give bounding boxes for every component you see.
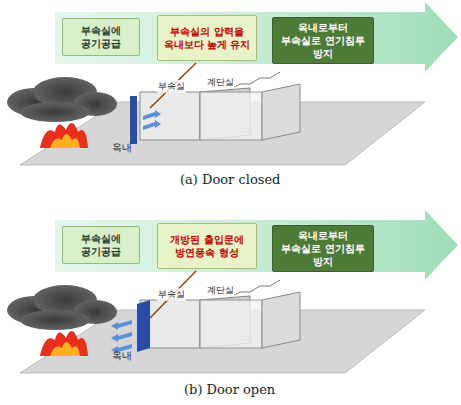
fire	[40, 331, 88, 356]
box-text: 개방된 출입문에 방연풍속 형성	[162, 233, 252, 259]
rooms	[140, 280, 300, 348]
smoke	[7, 285, 117, 330]
box-text: 부속실에 공기공급	[67, 24, 135, 50]
supply-box: 부속실에 공기공급	[62, 226, 140, 264]
panel-b	[7, 210, 458, 373]
room-label: 옥내	[112, 349, 132, 363]
air-arrow	[143, 110, 161, 120]
supply-box: 부속실에 공기공급	[62, 18, 140, 56]
leader-line	[150, 271, 196, 318]
pressure-box: 부속실의 압력을 옥내보다 높게 유지	[157, 15, 257, 61]
room-label: 부속실	[157, 288, 186, 301]
flow-arrow	[55, 210, 458, 280]
box-text: 부속실의 압력을 옥내보다 높게 유지	[162, 25, 252, 51]
box-text: 부속실에 공기공급	[67, 232, 135, 258]
leader-line	[150, 63, 196, 108]
air-arrows	[111, 320, 132, 354]
rooms	[140, 72, 300, 140]
box-text: 옥내로부터 부속실로 연기침투 방지	[277, 21, 369, 60]
subfigure-caption: (b) Door open	[184, 382, 275, 397]
room-label: 부속실	[157, 80, 186, 93]
room-label: 계단실	[206, 284, 235, 297]
room-label: 계단실	[206, 76, 235, 89]
fire	[40, 123, 88, 148]
velocity-box: 개방된 출입문에 방연풍속 형성	[157, 223, 257, 269]
smoke	[7, 77, 117, 122]
subfigure-caption: (a) Door closed	[180, 172, 280, 187]
air-arrow	[143, 120, 161, 130]
door	[130, 96, 137, 144]
panel-a	[7, 2, 458, 165]
prevention-box: 옥내로부터 부속실로 연기침투 방지	[272, 17, 374, 64]
prevention-box: 옥내로부터 부속실로 연기침투 방지	[272, 225, 374, 272]
open-door	[137, 300, 150, 352]
box-text: 옥내로부터 부속실로 연기침투 방지	[277, 229, 369, 268]
room-label: 옥내	[112, 141, 132, 155]
flow-arrow	[55, 2, 458, 72]
